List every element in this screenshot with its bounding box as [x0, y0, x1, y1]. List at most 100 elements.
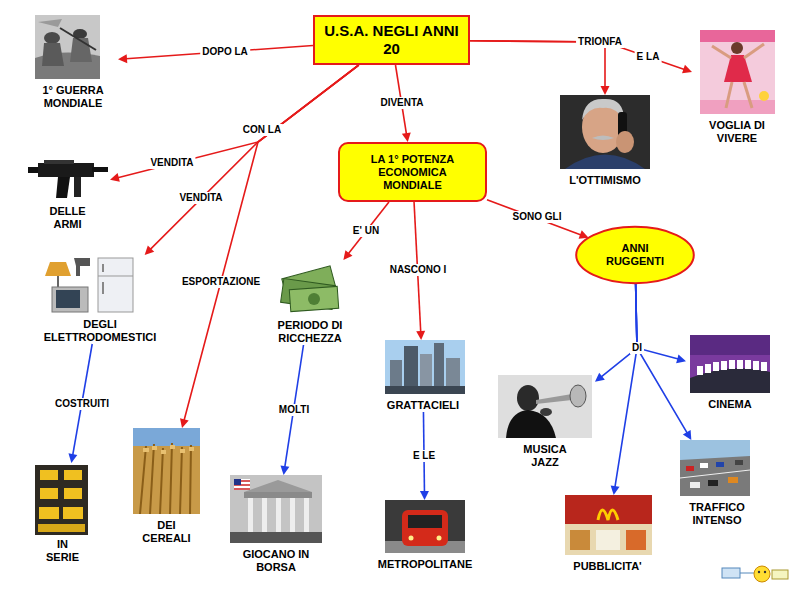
picture-space — [272, 260, 348, 316]
arrow-head — [595, 373, 605, 382]
connector-line — [126, 46, 313, 59]
picture-space — [378, 340, 468, 396]
picture-space — [495, 375, 595, 440]
concept-text: LA 1° POTENZA ECONOMICA MONDIALE — [358, 153, 467, 192]
picture-node: 1° GUERRA MONDIALE — [28, 15, 118, 110]
picture-space — [30, 463, 95, 535]
picture-space — [555, 95, 655, 171]
connector-arrow — [636, 283, 692, 440]
skyscrapers-picture — [385, 340, 465, 394]
picture-node: DEGLI ELETTRODOMESTICI — [35, 255, 165, 344]
arrow-head — [180, 418, 189, 428]
arrow-head — [416, 331, 425, 340]
picture-space — [677, 440, 757, 498]
picture-space — [560, 495, 655, 557]
arrow-head — [118, 54, 127, 63]
picture-node: DELLE ARMI — [25, 150, 110, 231]
picture-caption: L'OTTIMISMO — [555, 174, 655, 187]
edge-label: COSTRUITI — [53, 398, 111, 410]
edge-label: VENDITA — [148, 157, 195, 169]
arrow-head — [343, 250, 352, 260]
gun-picture — [28, 160, 108, 198]
arrow-head — [280, 465, 289, 475]
arrow-head — [601, 86, 610, 95]
ellipse-node: ANNI RUGGENTI — [575, 225, 695, 285]
picture-node: GRATTACIELI — [378, 340, 468, 412]
picture-space — [35, 255, 165, 315]
picture-space — [686, 335, 774, 395]
picture-node: PUBBLICITA' — [560, 495, 655, 573]
arrow-head — [420, 491, 429, 500]
stock-exchange-picture — [230, 475, 322, 543]
picture-node: CINEMA — [686, 335, 774, 411]
connector-line — [601, 283, 637, 377]
connector-arrow — [180, 65, 359, 428]
concept-box: U.S.A. NEGLI ANNI 20 — [313, 15, 470, 65]
war-photo — [35, 15, 100, 79]
picture-caption: PERIODO DI RICCHEZZA — [272, 319, 348, 345]
picture-space — [128, 428, 205, 516]
picture-space — [28, 15, 118, 81]
connector-arrow — [487, 200, 589, 239]
picture-caption: MUSICA JAZZ — [515, 443, 575, 469]
money-picture — [281, 266, 339, 312]
advertising-picture — [565, 495, 652, 555]
connector-line — [636, 283, 688, 433]
picture-caption: DEGLI ELETTRODOMESTICI — [35, 318, 165, 344]
edge-label: DIVENTA — [378, 97, 425, 109]
edge-label: E' UN — [351, 225, 381, 237]
arrow-head — [110, 173, 120, 182]
junction-label: CON LA — [241, 124, 283, 136]
connector-arrow — [611, 283, 637, 495]
arrow-head — [676, 354, 686, 363]
junction-label: DI — [630, 342, 644, 354]
picture-node: IN SERIE — [30, 463, 95, 564]
joy-of-life-picture — [700, 30, 775, 114]
traffic-picture — [680, 440, 750, 496]
connector-arrow — [595, 283, 637, 382]
edge-label: SONO GLI — [511, 211, 564, 223]
picture-caption: IN SERIE — [40, 538, 85, 564]
connector-line — [487, 200, 581, 235]
subway-picture — [385, 500, 465, 553]
optimist-photo — [560, 95, 650, 169]
connector-arrow — [145, 65, 359, 255]
edge-label: ESPORTAZIONE — [180, 276, 262, 288]
edge-label: TRIONFA — [576, 36, 624, 48]
arrow-head — [611, 485, 620, 495]
picture-node: TRAFFICO INTENSO — [677, 440, 757, 527]
picture-caption: VOGLIA DI VIVERE — [702, 119, 772, 145]
edge-label: E LA — [635, 51, 662, 63]
edge-label: DOPO LA — [200, 46, 250, 58]
wheat-picture — [133, 428, 200, 514]
picture-space — [226, 475, 326, 545]
edge-label: VENDITA — [177, 192, 224, 204]
picture-caption: DELLE ARMI — [43, 205, 93, 231]
picture-caption: GIOCANO IN BORSA — [226, 548, 326, 574]
picture-space — [370, 500, 480, 555]
blog-logo — [722, 566, 788, 582]
arrow-head — [68, 453, 77, 463]
assembly-line-picture — [35, 465, 88, 535]
concept-text: U.S.A. NEGLI ANNI 20 — [323, 22, 460, 58]
connector-arrow — [110, 65, 359, 182]
picture-node: DEI CEREALI — [128, 428, 205, 545]
connector-arrow — [470, 41, 610, 95]
connector-line — [615, 283, 637, 487]
concept-box: LA 1° POTENZA ECONOMICA MONDIALE — [338, 142, 487, 202]
arrow-head — [145, 245, 155, 255]
picture-node: PERIODO DI RICCHEZZA — [272, 260, 348, 345]
appliances-picture — [45, 258, 133, 312]
edge-label: E LE — [411, 450, 437, 462]
picture-caption: PUBBLICITA' — [560, 560, 655, 573]
picture-node: VOGLIA DI VIVERE — [692, 30, 782, 145]
picture-caption: METROPOLITANE — [370, 558, 480, 571]
picture-node: GIOCANO IN BORSA — [226, 475, 326, 574]
picture-caption: GRATTACIELI — [378, 399, 468, 412]
connector-line — [184, 65, 359, 420]
picture-node: L'OTTIMISMO — [555, 95, 655, 187]
picture-space — [25, 150, 110, 202]
edge-label: NASCONO I — [388, 264, 449, 276]
